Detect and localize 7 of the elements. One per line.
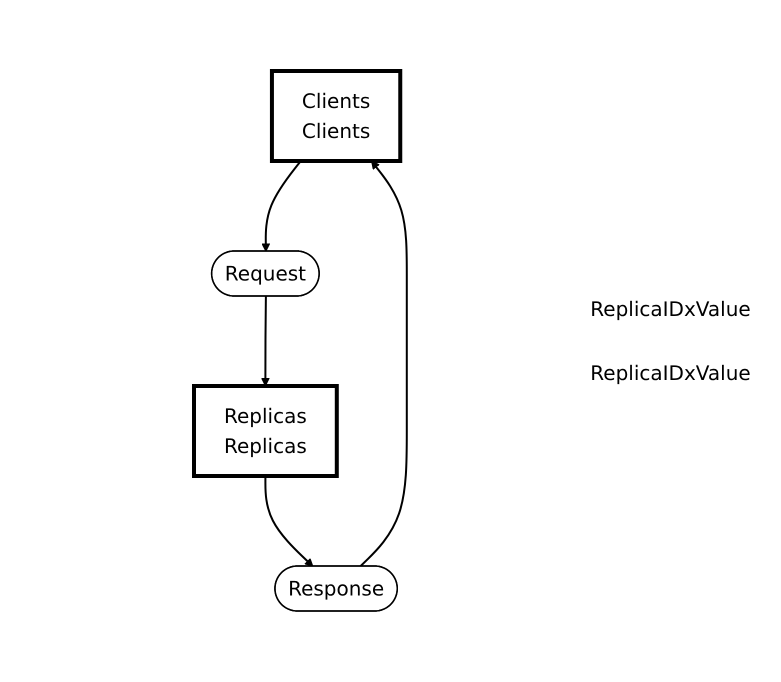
arrow xyxy=(260,296,270,386)
annotation-text: ReplicaIDxValue xyxy=(590,297,751,321)
arrow xyxy=(359,160,408,568)
node-box: Replicas Replicas xyxy=(192,384,339,478)
annotation-text: ReplicaIDxValue xyxy=(590,361,751,385)
arrow xyxy=(264,476,314,567)
node-box: Clients Clients xyxy=(270,69,402,163)
